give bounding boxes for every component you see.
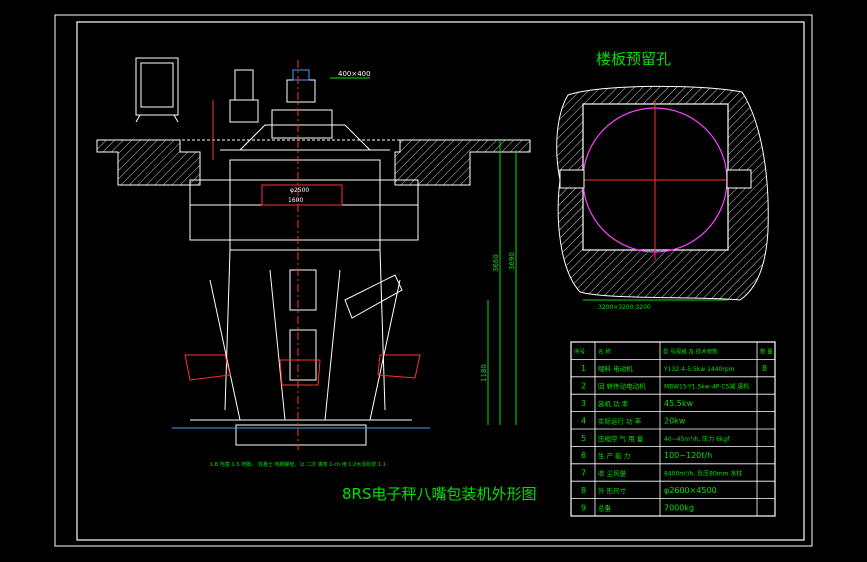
table-cell-spec: 100~120t/h	[664, 451, 712, 460]
dim-top: 400×400	[338, 70, 371, 78]
table-cell-no: 8	[581, 486, 586, 495]
spec-table: 序号 名 称 型 号规格 及 技术参数 数 量 1 喂料 电动机 Y132-4-5.5kw …	[570, 341, 776, 517]
table-cell-spec: MBW15-Y1.5kw-4P-C5减 速机	[664, 383, 749, 391]
table-cell-name: 外 形尺寸	[598, 486, 627, 495]
floor-opening-view	[556, 85, 769, 301]
table-cell-name: 收 尘风量	[598, 469, 627, 478]
table-cell-no: 7	[581, 469, 586, 478]
table-cell-spec: 8400m³/h, 负压80mm 水柱	[664, 470, 742, 478]
section-bottom-dim: 3200×3200 3200	[598, 304, 651, 311]
outer-frame	[54, 14, 813, 547]
dim-height-2: 3690	[508, 252, 516, 270]
table-cell-no: 3	[581, 399, 586, 408]
table-cell-name: 压缩空 气 用 量	[598, 434, 644, 443]
table-header: 序号	[574, 347, 586, 355]
table-cell-spec: 45.5kw	[664, 399, 693, 408]
table-cell-qty: 8	[762, 364, 767, 373]
table-cell-no: 2	[581, 382, 586, 391]
table-cell-spec: 20kw	[664, 416, 686, 425]
table-cell-spec: 40~45m³/h, 压力 6kgf	[664, 435, 730, 443]
table-cell-no: 9	[581, 503, 586, 512]
table-cell-no: 1	[581, 364, 586, 373]
dim-inner-2: 1600	[288, 197, 303, 204]
elevation-view	[96, 57, 531, 450]
table-header: 名 称	[598, 347, 611, 355]
section-title: 楼板预留孔	[596, 50, 671, 68]
floor-slab	[96, 139, 531, 186]
table-cell-name: 喂料 电动机	[598, 364, 633, 373]
control-cabinet	[135, 57, 179, 116]
table-cell-name: 实际运行 功 率	[598, 416, 642, 425]
table-header: 型 号规格 及 技术参数	[663, 347, 718, 355]
table-cell-name: 生 产 能 力	[598, 451, 630, 460]
drawing-title: 8RS电子秤八嘴包装机外形图	[342, 485, 537, 503]
table-cell-no: 5	[581, 434, 586, 443]
table-cell-spec: 7000kg	[664, 503, 694, 512]
table-cell-name: 回 转传动电动机	[598, 382, 646, 391]
bottom-note: 1.B 地基 1-5 地脚， 混凝土 地脚螺栓、1t 二次 灌浆 1-ch 用 …	[210, 461, 386, 468]
dim-inner-1: φ2500	[290, 187, 309, 194]
table-cell-no: 6	[581, 451, 586, 460]
dim-height-lower: 1180	[480, 364, 488, 382]
table-cell-name: 装机 功 率	[598, 399, 629, 408]
inner-frame	[76, 21, 805, 541]
table-cell-no: 4	[581, 416, 586, 425]
table-cell-spec: φ2600×4500	[664, 486, 717, 495]
dim-height-total: 3660	[492, 254, 500, 272]
table-cell-spec: Y132-4-5.5kw 1440rpm	[663, 366, 735, 373]
table-cell-name: 总重	[598, 503, 612, 512]
table-header: 数 量	[760, 347, 773, 355]
